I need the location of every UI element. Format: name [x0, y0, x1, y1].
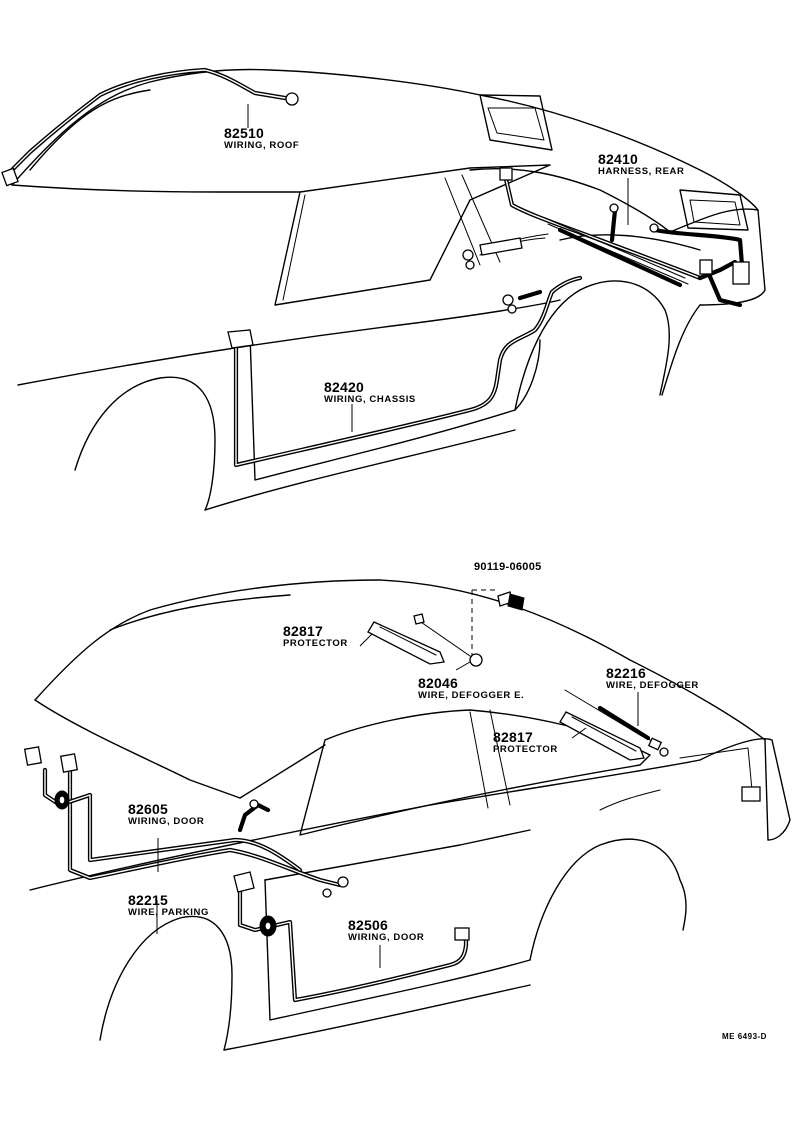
part-number: 82817	[493, 729, 533, 745]
callout-82605: 82605 WIRING, DOOR	[128, 802, 204, 827]
part-name: PROTECTOR	[283, 637, 348, 649]
door-wiring-82506	[233, 871, 470, 1003]
defogger-wire-82216	[559, 689, 669, 761]
chassis-wiring-82420	[227, 275, 583, 468]
callout-82216: 82216 WIRE, DEFOGGER	[606, 666, 699, 691]
callout-82817-upper: 82817 PROTECTOR	[283, 624, 348, 649]
part-number: 82420	[324, 379, 364, 395]
rear-harness-82410	[462, 167, 750, 308]
callout-90119-06005: 90119-06005	[474, 558, 542, 575]
callout-82046: 82046 WIRE, DEFOGGER E.	[418, 676, 524, 701]
callout-82506: 82506 WIRING, DOOR	[348, 918, 424, 943]
part-name: WIRE, PARKING	[128, 906, 209, 918]
part-number: 82410	[598, 151, 638, 167]
protector-82817-upper	[367, 613, 471, 665]
callout-82215: 82215 WIRE, PARKING	[128, 893, 209, 918]
part-name: WIRING, ROOF	[224, 139, 300, 151]
part-number: 82046	[418, 675, 458, 691]
callout-82817-lower: 82817 PROTECTOR	[493, 730, 558, 755]
part-number: 82215	[128, 892, 168, 908]
part-name: WIRING, DOOR	[128, 815, 205, 827]
part-name: HARNESS, REAR	[598, 165, 685, 177]
roof-wiring-82510	[1, 67, 299, 187]
rear-connector	[741, 786, 761, 802]
leader-82817-lower	[571, 727, 587, 739]
part-name: WIRING, DOOR	[348, 931, 425, 943]
callout-82420: 82420 WIRING, CHASSIS	[324, 380, 416, 405]
leader-82046	[455, 661, 471, 671]
part-number: 82510	[224, 125, 264, 141]
part-number: 82605	[128, 801, 168, 817]
callout-82410: 82410 HARNESS, REAR	[598, 152, 684, 177]
part-name: WIRE, DEFOGGER	[606, 679, 699, 691]
part-number: 82506	[348, 917, 388, 933]
bolt-90119-06005	[469, 589, 525, 667]
callout-82510: 82510 WIRING, ROOF	[224, 126, 299, 151]
rear-wire-route	[679, 747, 753, 791]
top-car-body	[11, 68, 766, 511]
part-name: WIRE, DEFOGGER E.	[418, 689, 525, 701]
part-name: PROTECTOR	[493, 743, 558, 755]
door-wiring-82605	[23, 746, 349, 898]
part-name: WIRING, CHASSIS	[324, 393, 416, 405]
part-number: 82216	[606, 665, 646, 681]
drawing-code: ME 6493-D	[722, 1032, 767, 1041]
part-number: 90119-06005	[474, 561, 542, 573]
leader-82817-upper	[359, 633, 373, 647]
part-number: 82817	[283, 623, 323, 639]
